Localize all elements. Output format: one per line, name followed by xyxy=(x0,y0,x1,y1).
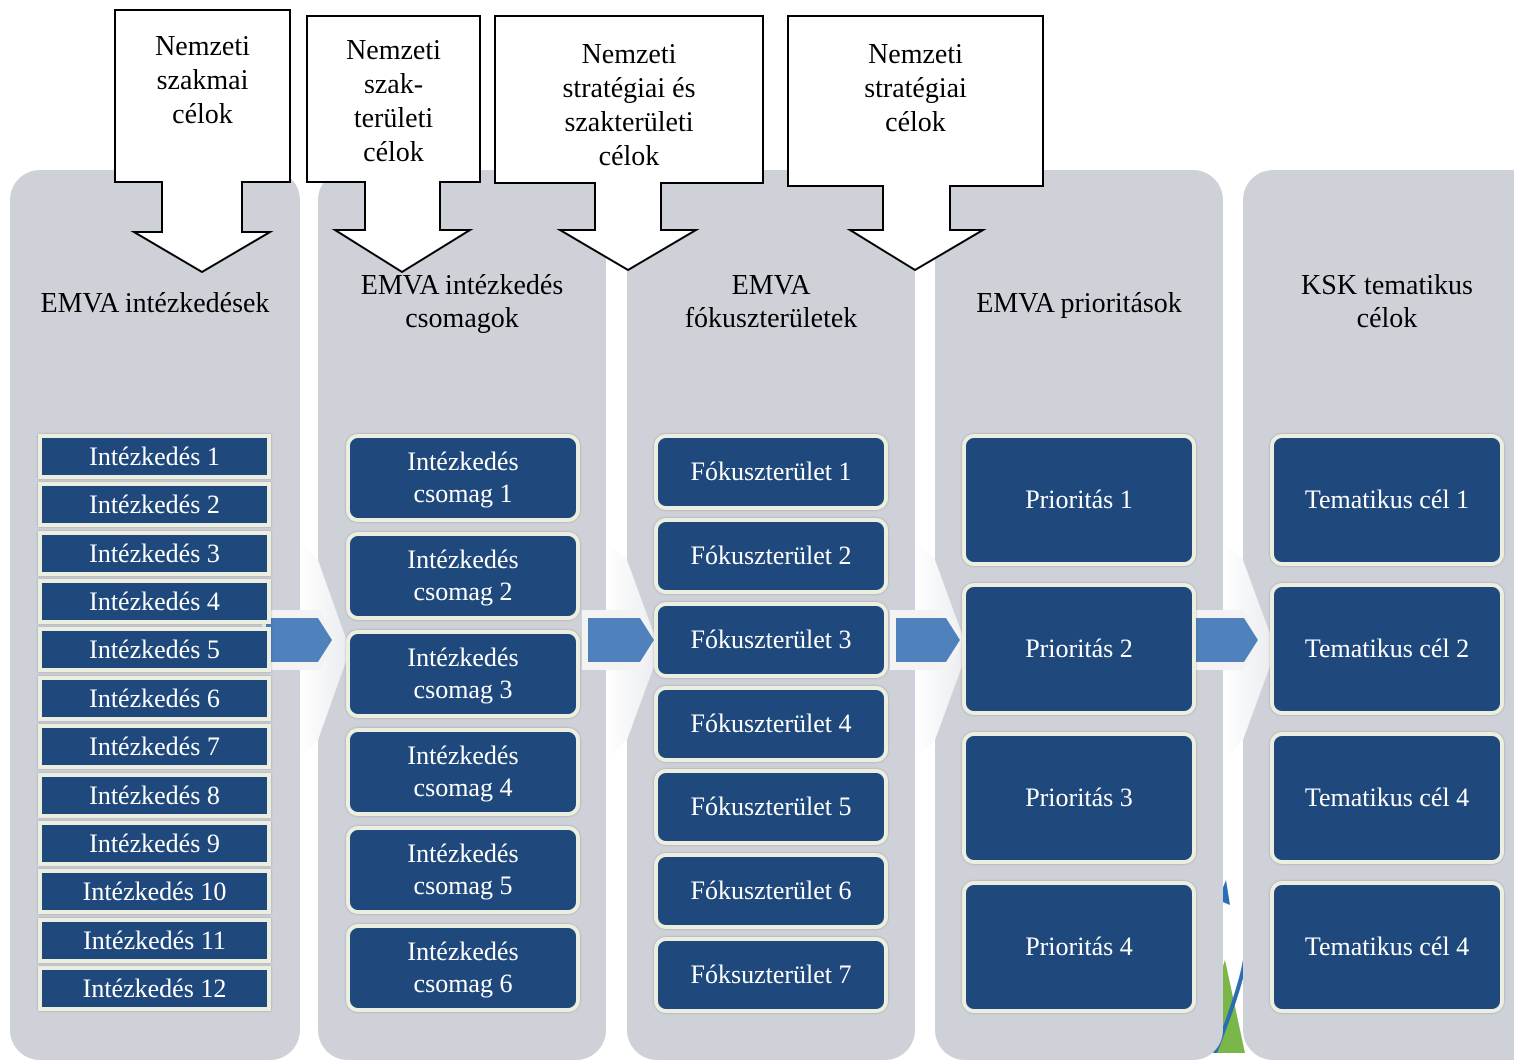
focus-area-box: Fókuszterület 2 xyxy=(654,518,888,594)
measure-package-box: Intézkedés csomag 5 xyxy=(346,826,580,914)
focus-area-box: Fókuszterület 6 xyxy=(654,853,888,929)
measure-package-box: Intézkedés csomag 4 xyxy=(346,728,580,816)
focus-area-label: Fókuszterület 6 xyxy=(690,876,852,905)
priority-label: Prioritás 4 xyxy=(1025,932,1133,961)
package-label-line: Intézkedés xyxy=(407,545,519,574)
focus-area-label: Fókuszterület 3 xyxy=(690,625,852,654)
focus-area-label: Fóksuzterület 7 xyxy=(690,960,852,989)
measure-box: Intézkedés 10 xyxy=(38,869,271,914)
column-title: KSK tematikus célok xyxy=(1301,270,1473,334)
callout-arrow-2 xyxy=(306,15,481,274)
measure-box: Intézkedés 12 xyxy=(38,966,271,1011)
measure-box: Intézkedés 8 xyxy=(38,773,271,818)
measure-box: Intézkedés 9 xyxy=(38,821,271,866)
package-label-line: csomag 2 xyxy=(413,577,513,606)
measure-box: Intézkedés 1 xyxy=(38,434,271,479)
thematic-goal-box: Tematikus cél 4 xyxy=(1270,881,1504,1013)
measure-box: Intézkedés 3 xyxy=(38,531,271,576)
flow-arrow-1 xyxy=(262,610,336,670)
measure-label: Intézkedés 8 xyxy=(89,780,220,810)
priority-box: Prioritás 2 xyxy=(962,583,1196,715)
measure-label: Intézkedés 10 xyxy=(82,876,227,906)
priority-label: Prioritás 2 xyxy=(1025,634,1133,663)
package-label-line: Intézkedés xyxy=(407,643,519,672)
priority-box: Prioritás 1 xyxy=(962,434,1196,566)
priority-label: Prioritás 3 xyxy=(1025,783,1133,812)
measure-box: Intézkedés 6 xyxy=(38,676,271,721)
package-label-line: Intézkedés xyxy=(407,839,519,868)
thematic-goal-label: Tematikus cél 2 xyxy=(1304,634,1470,663)
callout-arrow-4 xyxy=(787,15,1044,272)
measure-label: Intézkedés 11 xyxy=(83,925,226,955)
focus-area-box: Fóksuzterület 7 xyxy=(654,937,888,1013)
measure-package-box: Intézkedés csomag 3 xyxy=(346,630,580,718)
measure-label: Intézkedés 12 xyxy=(82,973,227,1003)
measure-box: Intézkedés 11 xyxy=(38,918,271,963)
measure-package-box: Intézkedés csomag 6 xyxy=(346,924,580,1012)
package-label-line: csomag 1 xyxy=(413,479,513,508)
callout-arrow-3 xyxy=(494,15,764,272)
thematic-goal-label: Tematikus cél 1 xyxy=(1304,485,1470,514)
priority-box: Prioritás 3 xyxy=(962,732,1196,864)
thematic-goal-label: Tematikus cél 4 xyxy=(1304,783,1470,812)
focus-area-box: Fókuszterület 3 xyxy=(654,602,888,678)
column-title: EMVA fókuszterületek xyxy=(684,270,858,334)
focus-area-box: Fókuszterület 1 xyxy=(654,434,888,510)
flow-arrow-4 xyxy=(1186,610,1260,670)
priority-label: Prioritás 1 xyxy=(1025,485,1133,514)
package-label-line: Intézkedés xyxy=(407,937,519,966)
thematic-goal-box: Tematikus cél 4 xyxy=(1270,732,1504,864)
focus-area-box: Fókuszterület 4 xyxy=(654,686,888,762)
package-label-line: csomag 4 xyxy=(413,773,513,802)
measure-label: Intézkedés 4 xyxy=(89,586,220,616)
measure-box: Intézkedés 7 xyxy=(38,724,271,769)
flow-arrow-2 xyxy=(582,610,656,670)
measure-label: Intézkedés 1 xyxy=(89,441,220,471)
focus-area-label: Fókuszterület 4 xyxy=(690,709,852,738)
focus-area-label: Fókuszterület 2 xyxy=(690,541,852,570)
package-label-line: csomag 3 xyxy=(413,675,513,704)
package-label-line: csomag 6 xyxy=(413,969,513,998)
measure-label: Intézkedés 9 xyxy=(89,828,220,858)
callout-arrow-1 xyxy=(114,9,291,274)
priority-box: Prioritás 4 xyxy=(962,881,1196,1013)
column-title: EMVA intézkedés csomagok xyxy=(360,270,564,334)
measure-label: Intézkedés 7 xyxy=(89,731,220,761)
focus-area-label: Fókuszterület 5 xyxy=(690,792,852,821)
package-label-line: Intézkedés xyxy=(407,741,519,770)
column-title: EMVA intézkedések xyxy=(40,288,270,319)
flow-arrow-3 xyxy=(890,610,964,670)
measure-label: Intézkedés 6 xyxy=(89,683,220,713)
measure-box: Intézkedés 5 xyxy=(38,627,271,672)
focus-area-box: Fókuszterület 5 xyxy=(654,769,888,845)
measure-box: Intézkedés 2 xyxy=(38,482,271,527)
measure-package-box: Intézkedés csomag 1 xyxy=(346,434,580,522)
measure-label: Intézkedés 5 xyxy=(89,634,220,664)
thematic-goal-box: Tematikus cél 1 xyxy=(1270,434,1504,566)
focus-area-label: Fókuszterület 1 xyxy=(690,457,852,486)
package-label-line: csomag 5 xyxy=(413,871,513,900)
measure-package-box: Intézkedés csomag 2 xyxy=(346,532,580,620)
measure-label: Intézkedés 2 xyxy=(89,489,220,519)
thematic-goal-box: Tematikus cél 2 xyxy=(1270,583,1504,715)
package-label-line: Intézkedés xyxy=(407,447,519,476)
thematic-goal-label: Tematikus cél 4 xyxy=(1304,932,1470,961)
measure-label: Intézkedés 3 xyxy=(89,538,220,568)
column-title: EMVA prioritások xyxy=(976,288,1182,319)
measure-box: Intézkedés 4 xyxy=(38,579,271,624)
